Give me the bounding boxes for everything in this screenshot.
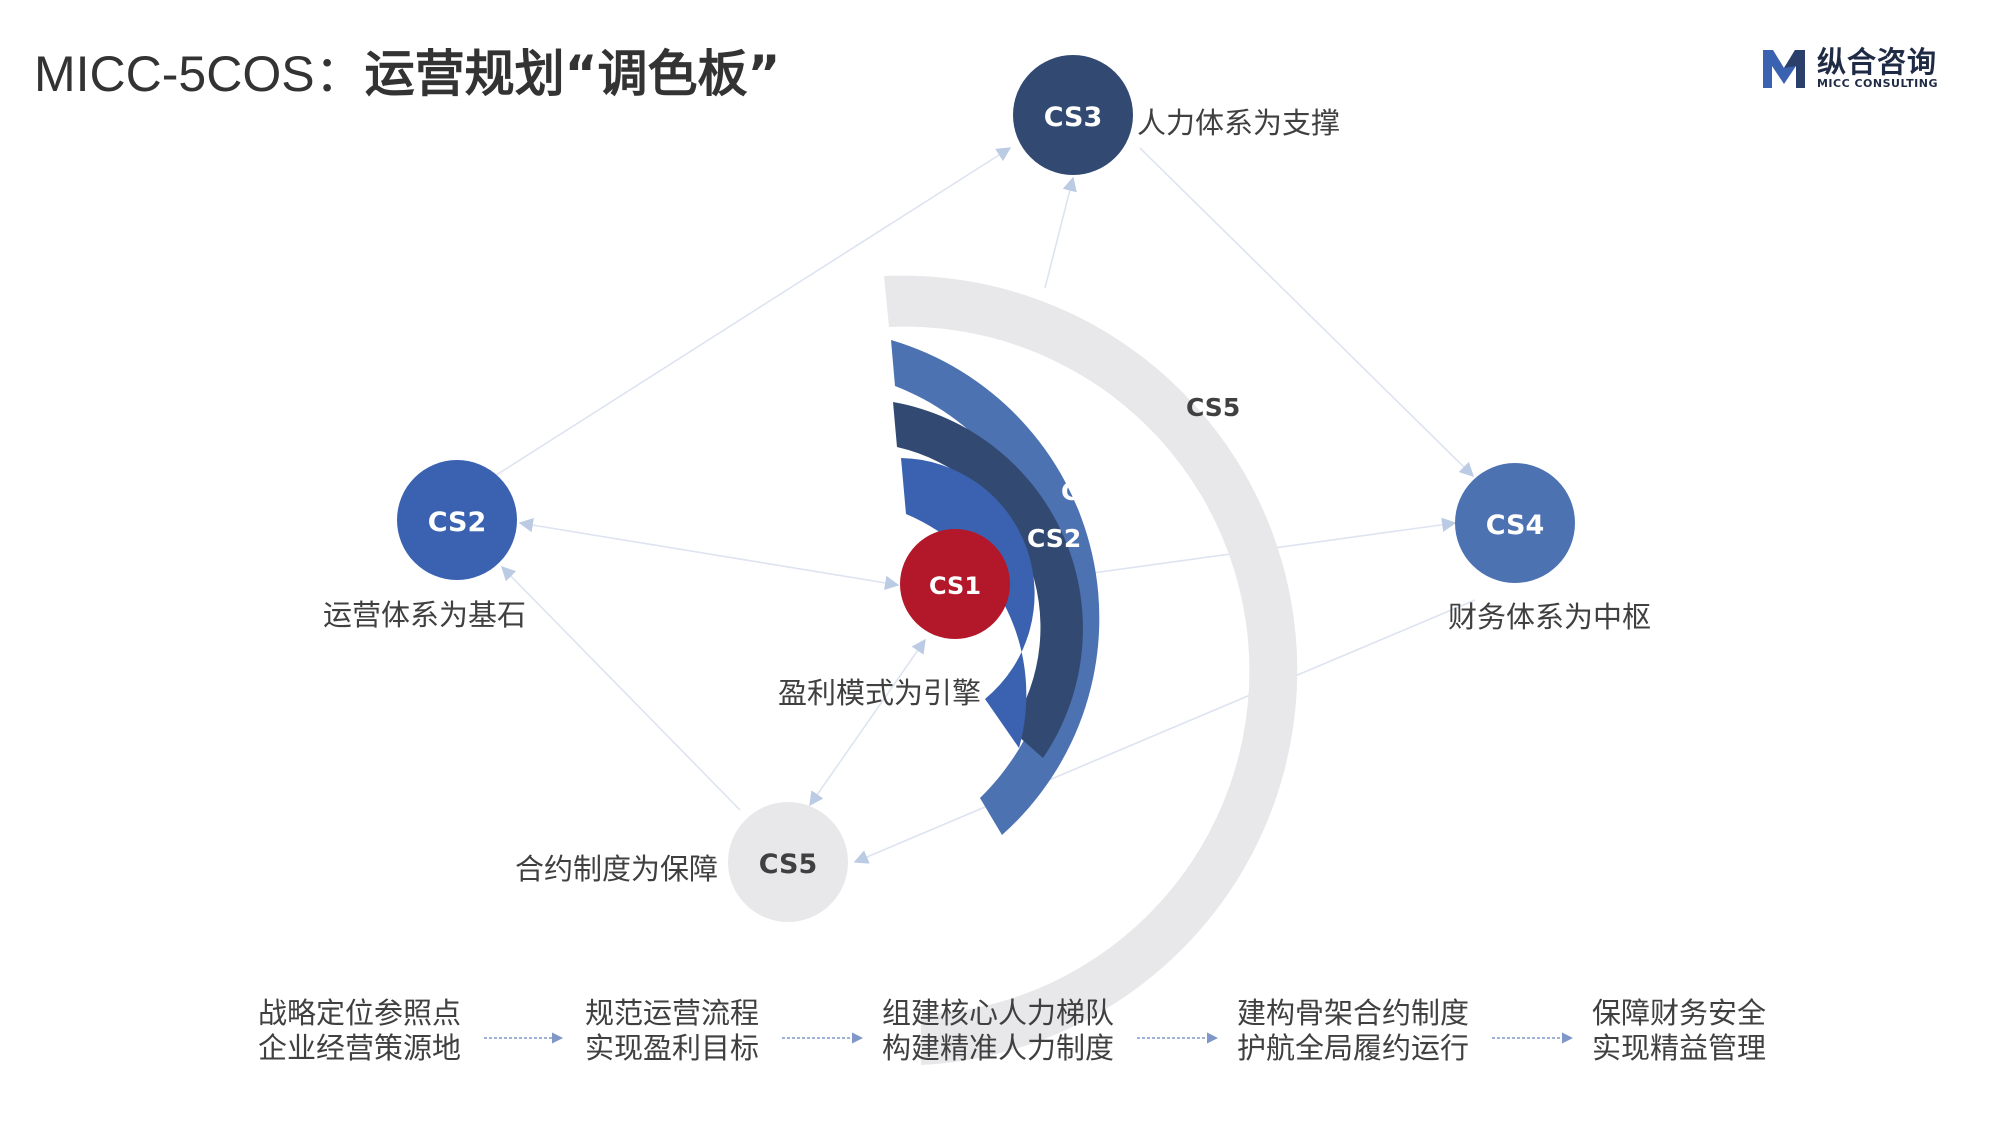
- step-5: 保障财务安全 实现精益管理: [1592, 996, 1766, 1066]
- node-cs1: CS1: [900, 529, 1010, 639]
- step-1-line1: 战略定位参照点: [258, 996, 462, 1030]
- step-2-line2: 实现盈利目标: [585, 1031, 760, 1065]
- arc-label-cs4: CS4: [1107, 431, 1161, 460]
- step-4: 建构骨架合约制度 护航全局履约运行: [1237, 996, 1469, 1066]
- connector-cs3-cs4: [1139, 147, 1475, 478]
- arc-label-cs3: CS3: [1061, 477, 1115, 506]
- connector-cs1-cs2: [518, 517, 900, 591]
- caption-cs5: 合约制度为保障: [515, 852, 719, 886]
- company-logo: 纵合咨询 MICC CONSULTING: [1761, 46, 1938, 90]
- node-cs3-id: CS3: [1044, 102, 1103, 133]
- node-cs5-id: CS5: [759, 849, 818, 880]
- page-title: MICC-5COS：运营规划“调色板”: [34, 34, 780, 106]
- step-2-line1: 规范运营流程: [585, 996, 760, 1030]
- logo-name-en: MICC CONSULTING: [1816, 77, 1938, 90]
- node-cs4-id: CS4: [1486, 510, 1545, 541]
- arc-label-cs2: CS2: [1027, 524, 1081, 553]
- caption-cs2: 运营体系为基石: [323, 598, 527, 632]
- node-cs3: CS3: [1013, 55, 1133, 175]
- step-3-line1: 组建核心人力梯队: [882, 996, 1115, 1030]
- arc-cs5: [884, 275, 1298, 1065]
- connectors: [489, 147, 1476, 864]
- connector-cs1-cs3: [1044, 176, 1077, 289]
- connector-cs5-cs2: [500, 565, 741, 811]
- step-4-line1: 建构骨架合约制度: [1237, 996, 1470, 1030]
- step-3: 组建核心人力梯队 构建精准人力制度: [882, 996, 1114, 1066]
- caption-cs4: 财务体系为中枢: [1448, 600, 1652, 634]
- step-1-line2: 企业经营策源地: [258, 1031, 462, 1065]
- node-cs5: CS5: [728, 802, 848, 922]
- connector-cs2-cs3: [489, 147, 1012, 480]
- arc-label-cs5: CS5: [1186, 393, 1240, 422]
- logo-m-icon: [1762, 50, 1805, 88]
- title-prefix: MICC-5COS：: [34, 46, 365, 102]
- caption-cs3: 人力体系为支撑: [1137, 106, 1341, 140]
- node-cs1-id: CS1: [929, 572, 981, 600]
- caption-cs1: 盈利模式为引擎: [778, 676, 982, 710]
- connector-cs4-cs5: [853, 599, 1476, 864]
- node-cs2-id: CS2: [428, 507, 487, 538]
- step-5-line1: 保障财务安全: [1592, 996, 1767, 1030]
- node-cs4: CS4: [1455, 463, 1575, 583]
- node-cs2: CS2: [397, 460, 517, 580]
- arc-cs3: [893, 402, 1083, 758]
- arcs: CS5 CS4 CS3 CS2: [884, 275, 1298, 1065]
- title-main: 运营规划“调色板”: [364, 45, 781, 103]
- step-3-line2: 构建精准人力制度: [882, 1031, 1115, 1065]
- step-2: 规范运营流程 实现盈利目标: [585, 996, 759, 1066]
- logo-name-cn: 纵合咨询: [1816, 45, 1937, 79]
- step-1: 战略定位参照点 企业经营策源地: [258, 996, 461, 1066]
- step-5-line2: 实现精益管理: [1592, 1031, 1767, 1065]
- connector-cs1-cs5: [809, 638, 926, 807]
- step-4-line2: 护航全局履约运行: [1237, 1031, 1470, 1065]
- arc-cs2: [901, 458, 1035, 748]
